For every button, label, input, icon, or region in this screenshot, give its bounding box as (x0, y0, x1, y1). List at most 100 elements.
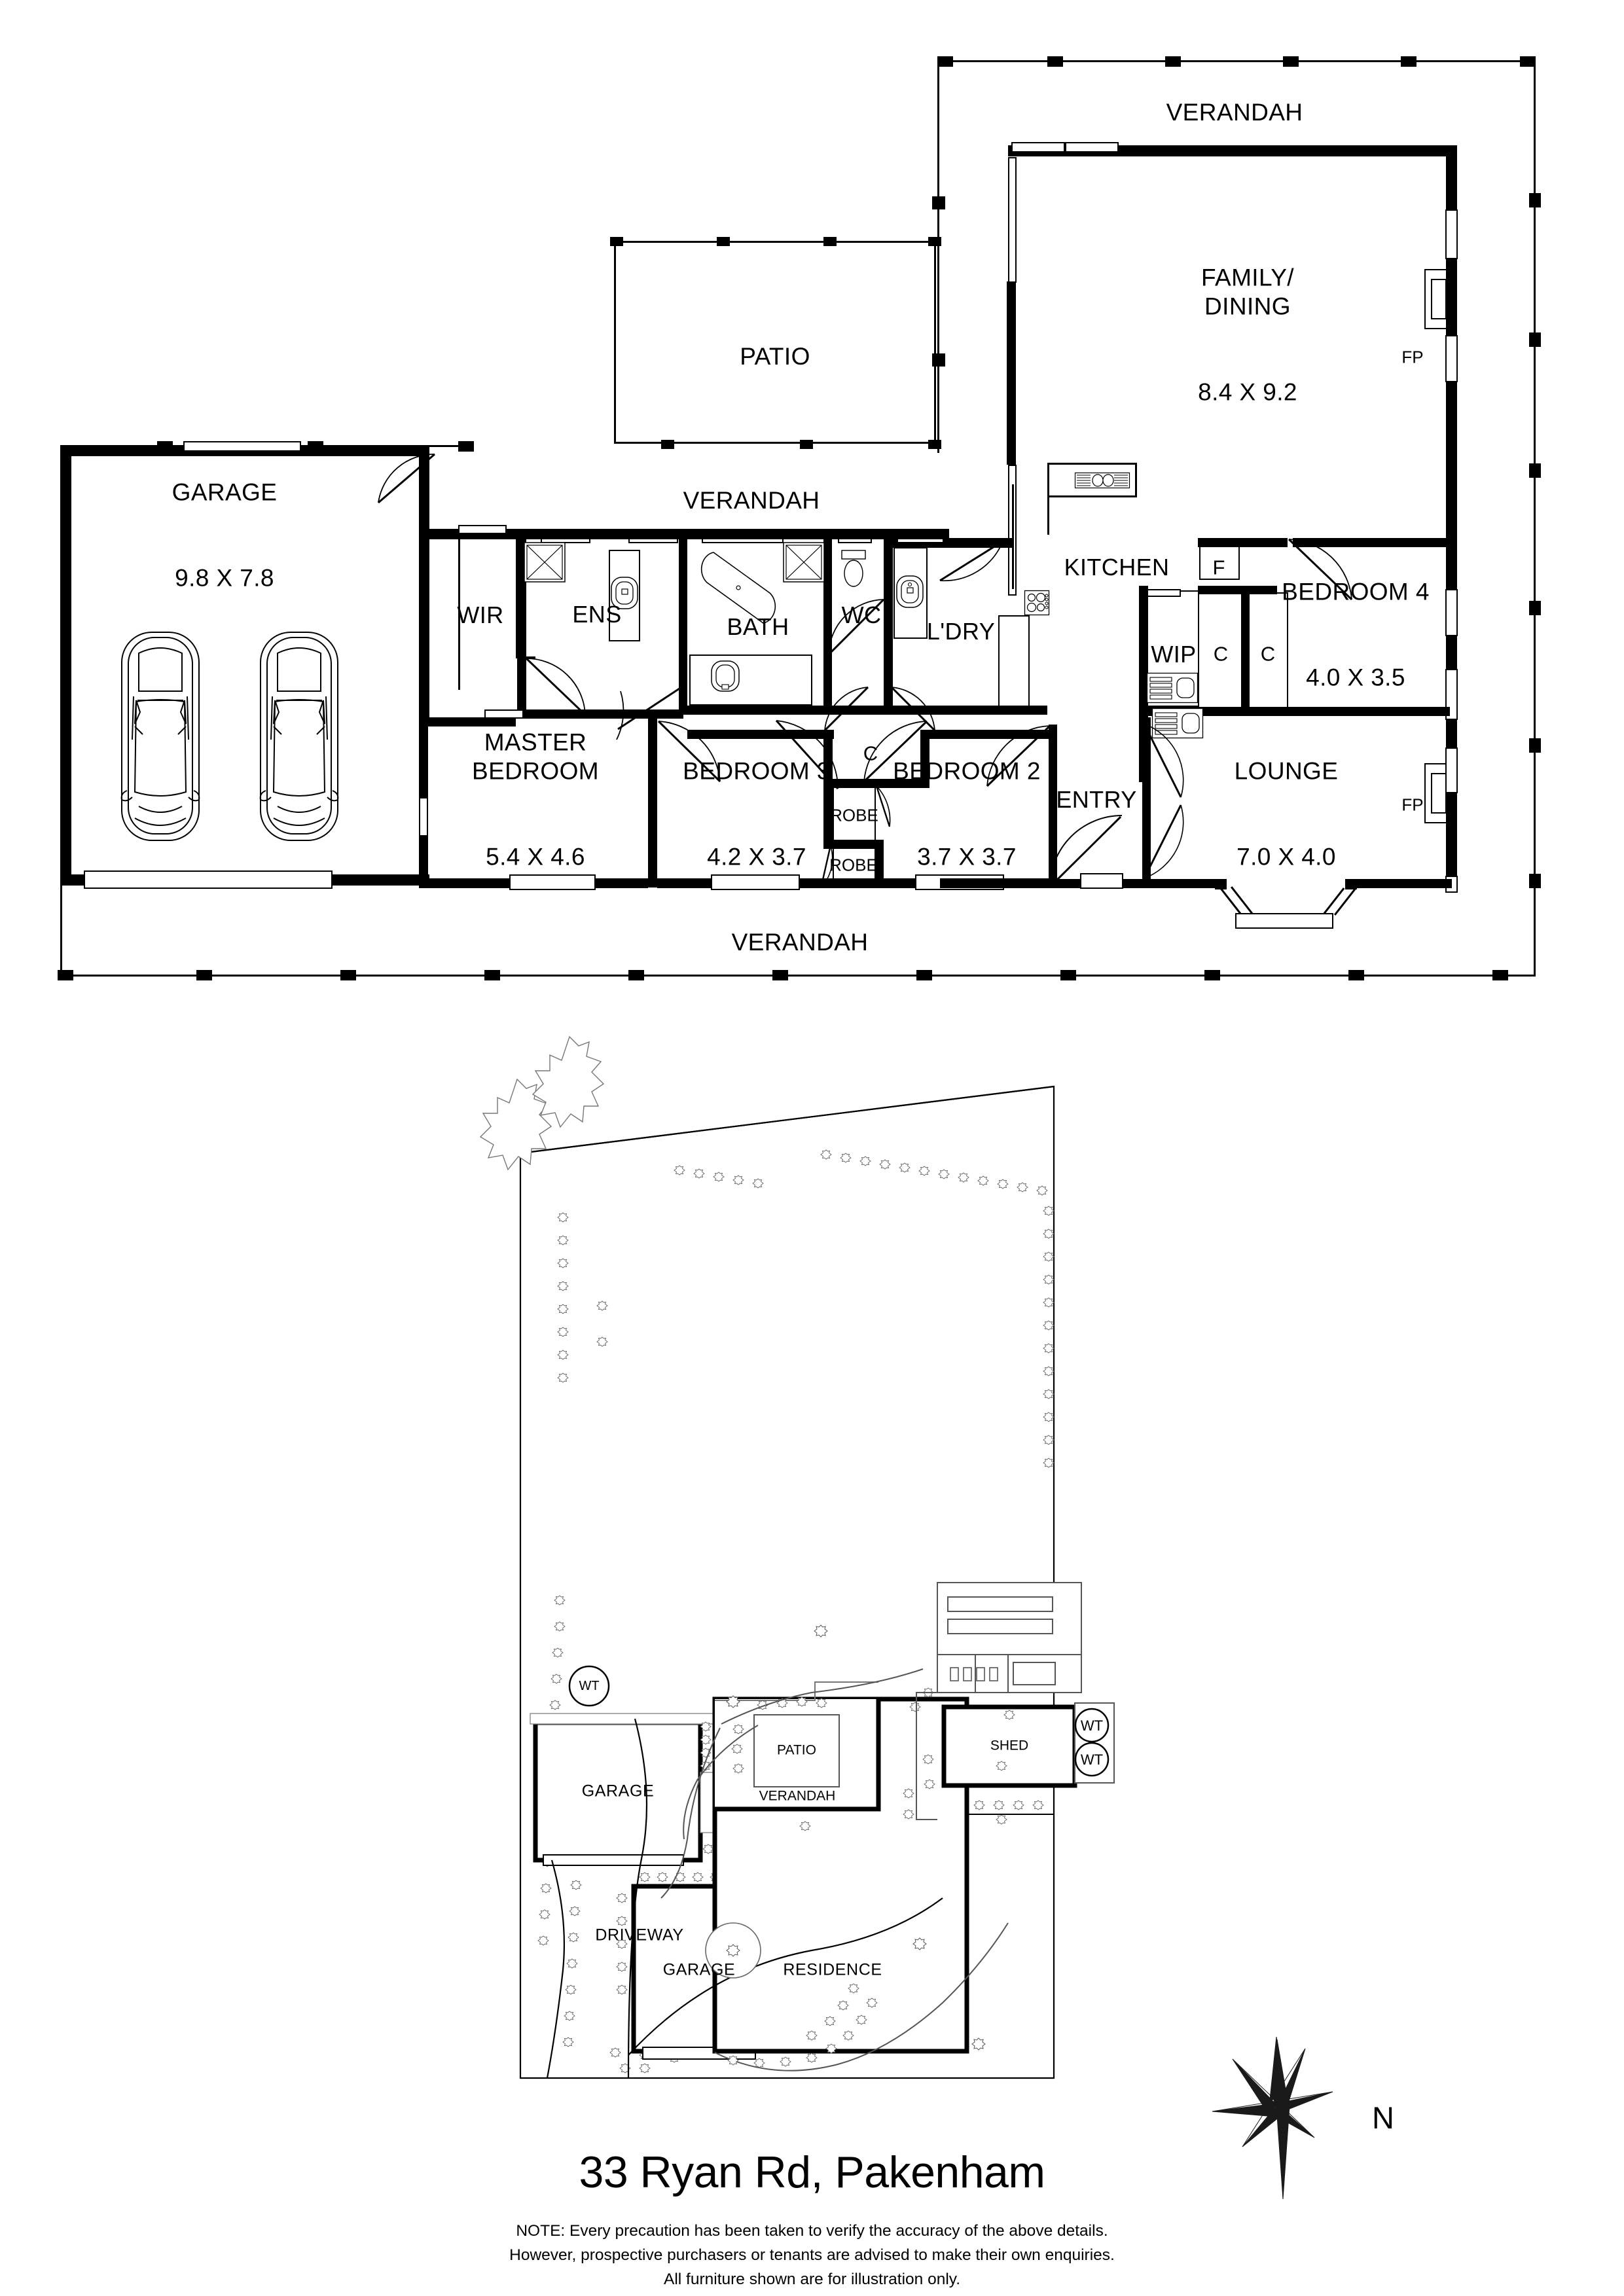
verandah-post (58, 970, 73, 980)
property-address: 33 Ryan Rd, Pakenham (579, 2147, 1045, 2197)
ldry-cupboard (998, 615, 1030, 707)
room-dims: 7.0 X 4.0 (1236, 843, 1336, 870)
entry-wall-left (1049, 725, 1057, 879)
bath-basin-icon (711, 660, 740, 692)
verandah-post (1529, 193, 1541, 207)
shower-icon (783, 542, 825, 583)
site-path-front (714, 1922, 1009, 2072)
room-label-ldry: L'DRY (926, 617, 996, 645)
window (1445, 589, 1458, 636)
patio-wall-top (614, 241, 936, 243)
garage-wall-left (60, 445, 71, 884)
room-label-bedroom2: BEDROOM 2 3.7 X 3.7 (893, 700, 1041, 928)
robe-divider-lower (833, 849, 834, 888)
ens-wall-left (517, 538, 526, 719)
robe-wall-left-upper (823, 787, 833, 846)
hall-cupboard-left (823, 730, 833, 787)
verandah-post (661, 440, 674, 449)
property-title: 33 Ryan Rd, Pakenham (0, 2147, 1624, 2198)
verandah-post (772, 970, 788, 980)
site-garage-upper-apron (530, 1713, 722, 1725)
wir-shelf-right (516, 539, 518, 658)
ens-vanity (609, 550, 640, 641)
floor-plan-drawing: VERANDAH FAMILY/ DINING 8.4 X 9.2 FP PAT… (0, 0, 1624, 995)
window (1445, 209, 1458, 259)
hedge-east-residence (973, 1800, 1044, 1810)
room-dims: 8.4 X 9.2 (1198, 378, 1297, 406)
cooktop-icon (1024, 590, 1050, 616)
verandah-post (1204, 970, 1220, 980)
tree-icon (532, 1036, 604, 1128)
sink-icon (1074, 472, 1130, 489)
site-driveway-edge-left (546, 1859, 566, 2079)
site-verandah-thin (715, 1681, 878, 1701)
kitchen-bench-wall (1047, 495, 1049, 535)
hall-cupboard-right (920, 730, 929, 787)
site-driveway-curve (628, 1897, 943, 2056)
patio-wall-bottom (614, 442, 936, 444)
disclaimer-note: NOTE: Every precaution has been taken to… (0, 2219, 1624, 2292)
site-plan-drawing: GARAGE GARAGE PATIO VERANDAH RESIDENCE S… (0, 1008, 1624, 2134)
bath-wall-left (679, 538, 687, 715)
compass-rose-icon (1212, 2036, 1333, 2200)
window (1445, 747, 1458, 793)
room-name: FAMILY/ DINING (1201, 264, 1294, 320)
fp-label-lounge: FP (1401, 795, 1424, 815)
wir-wall-left (419, 445, 429, 726)
room-label-fridge: F (1212, 556, 1225, 579)
room-label-bath: BATH (727, 613, 789, 640)
door-swing-bed3 (657, 720, 721, 783)
room-name: BEDROOM 3 (683, 757, 831, 785)
room-label-entry: ENTRY (1056, 785, 1137, 813)
verandah-post (1529, 463, 1541, 478)
wall-kitchen-bed4 (1198, 538, 1288, 547)
sliding-door (1008, 157, 1017, 283)
room-label-patio: PATIO (740, 343, 810, 370)
window (1147, 589, 1181, 597)
verandah-post (484, 970, 500, 980)
room-label-bedroom3: BEDROOM 3 4.2 X 3.7 (683, 700, 831, 928)
site-label-verandah: VERANDAH (759, 1788, 836, 1804)
note-line-2: However, prospective purchasers or tenan… (509, 2246, 1115, 2265)
ens-shower-icon (524, 542, 566, 583)
room-label-wip: WIP (1151, 640, 1197, 668)
room-label-master: MASTER BEDROOM 5.4 X 4.6 (472, 672, 599, 929)
verandah-outline-top (937, 60, 1536, 62)
wc-wall-left (823, 538, 832, 715)
site-wt-shed-1-circle (1074, 1708, 1110, 1743)
wir-wall-bottom (419, 717, 516, 726)
wir-shelf-left (458, 539, 460, 690)
door-swing-lounge (1143, 723, 1184, 879)
family-wall-top (1008, 145, 1457, 156)
laundry-basin-icon (896, 575, 924, 608)
window (419, 797, 428, 836)
car-icon (120, 632, 200, 841)
site-label-shed: SHED (990, 1738, 1029, 1753)
room-label-family-dining: FAMILY/ DINING 8.4 X 9.2 (1198, 207, 1297, 464)
verandah-post (800, 440, 813, 449)
verandah-post (823, 237, 837, 246)
site-label-patio: PATIO (777, 1742, 816, 1758)
verandah-post (1047, 56, 1063, 67)
room-label-kitchen: KITCHEN (1064, 553, 1170, 581)
bed3-wall-top (687, 730, 834, 739)
verandah-outline-bottom (60, 975, 1536, 977)
room-label-lounge: LOUNGE 7.0 X 4.0 (1235, 700, 1339, 928)
bay-window-front (1235, 913, 1333, 929)
verandah-post (458, 441, 474, 452)
room-dims: 4.2 X 3.7 (707, 843, 806, 870)
robe-panel-upper (875, 787, 876, 846)
site-verandah-outline (715, 1699, 881, 1812)
robe-wall-mid (823, 840, 882, 849)
verandah-post (196, 970, 212, 980)
door-leaf (1012, 484, 1014, 589)
room-name: BEDROOM 4 (1282, 578, 1430, 605)
master-wall-right (648, 719, 657, 888)
bay-corner-right (1345, 879, 1357, 889)
wir-shelf-end (516, 656, 535, 658)
note-line-3: All furniture shown are for illustration… (664, 2270, 960, 2289)
verandah-post (628, 970, 644, 980)
door-swing-garage (378, 453, 435, 504)
verandah-post (928, 237, 941, 246)
